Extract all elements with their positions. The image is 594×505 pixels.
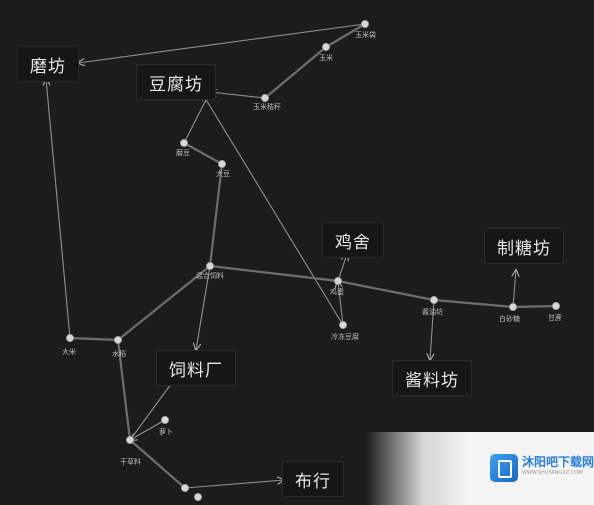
edge-corn-to-cornstalk	[264, 46, 327, 99]
node-label: 甘蔗	[548, 313, 562, 322]
resource-node-sugar[interactable]: 白砂糖	[499, 302, 520, 323]
edge-egg-to-soysauce	[337, 279, 435, 302]
resource-node-cornstalk[interactable]: 玉米秸秆	[253, 94, 281, 111]
edge-cornstalk-to-tofu	[210, 92, 266, 99]
node-dot[interactable]	[321, 43, 330, 52]
node-dot[interactable]	[126, 435, 135, 444]
resource-node-hub[interactable]: 混合饲料	[196, 261, 224, 280]
node-dot[interactable]	[333, 276, 342, 285]
node-dot[interactable]	[508, 302, 517, 311]
node-label: 萝卜	[159, 427, 173, 436]
facility-mill[interactable]: 磨坊	[17, 46, 79, 82]
facility-sauce-shop[interactable]: 酱料坊	[392, 360, 472, 396]
node-label: 混合饲料	[196, 271, 224, 280]
edge-egg-to-coop	[337, 254, 347, 282]
facility-feed-mill[interactable]: 饲料厂	[156, 350, 236, 386]
edge-rice-to-bottom	[116, 339, 132, 441]
node-label: 水稻	[112, 349, 126, 358]
edge-tofu2-to-tofu_dn	[202, 93, 344, 326]
node-dot[interactable]	[160, 415, 169, 424]
node-label: 白砂糖	[499, 314, 520, 323]
edge-sugar-to-soysauce	[433, 298, 514, 309]
node-dot[interactable]	[179, 138, 188, 147]
node-dot[interactable]	[552, 301, 561, 310]
node-dot[interactable]	[114, 335, 123, 344]
resource-node-wheat[interactable]: 大米	[62, 333, 76, 356]
node-label: 冷冻豆腐	[331, 332, 359, 341]
watermark-url: WWW.SHUYANGXZ.COM	[522, 470, 583, 476]
resource-node-tofu2[interactable]: 冷冻豆腐	[331, 320, 359, 341]
resource-node-sugarcane[interactable]: 甘蔗	[548, 301, 562, 322]
watermark: 沐阳吧下载网 WWW.SHUYANGXZ.COM	[366, 432, 594, 505]
edge-bottom-to-small	[129, 439, 186, 489]
edge-radish-to-bottom	[130, 419, 166, 440]
resource-node-small[interactable]	[180, 483, 189, 492]
edge-top-to-mill	[78, 23, 366, 63]
resource-node-soysauce[interactable]: 酱油坊	[422, 295, 443, 316]
edge-wheat-to-mill_bottom	[46, 79, 71, 339]
node-label: 大米	[62, 347, 76, 356]
node-label: 玉米秸秆	[253, 102, 281, 111]
edge-soy-to-hub	[208, 163, 224, 267]
node-label: 干草料	[120, 457, 141, 466]
node-dot[interactable]	[180, 483, 189, 492]
edge-rice-to-wheat	[69, 336, 119, 342]
edge-soy-to-milledbean	[183, 142, 223, 165]
facility-tofu-shop[interactable]: 豆腐坊	[136, 64, 216, 100]
node-dot[interactable]	[260, 94, 269, 103]
node-dot[interactable]	[205, 261, 214, 270]
node-label: 大豆	[216, 169, 230, 178]
node-dot[interactable]	[360, 19, 369, 28]
resource-node-top[interactable]: 玉米袋	[355, 19, 376, 39]
node-dot[interactable]	[66, 333, 75, 342]
edge-hub-to-egg	[209, 264, 339, 283]
resource-node-rice[interactable]: 水稻	[112, 335, 126, 358]
edges-layer	[46, 23, 557, 489]
edge-small-to-cloth	[184, 480, 284, 489]
node-label: 酱油坊	[422, 307, 443, 316]
edge-rice-to-hub	[117, 265, 211, 341]
resource-node-milledbean[interactable]: 磨豆	[176, 138, 190, 157]
facility-chicken-coop[interactable]: 鸡舍	[322, 222, 384, 258]
node-label: 玉米	[319, 53, 333, 62]
resource-node-cotton[interactable]	[193, 492, 202, 501]
node-dot[interactable]	[217, 159, 226, 168]
edge-soysauce-to-sauce	[430, 299, 435, 360]
edge-sugar-to-sugar	[513, 270, 516, 308]
resource-node-corn[interactable]: 玉米	[319, 43, 333, 62]
resource-node-egg[interactable]: 鸡蛋	[330, 276, 344, 296]
watermark-title: 沐阳吧下载网	[522, 455, 594, 469]
edge-tofu2-to-egg	[338, 281, 344, 326]
site-logo-icon	[490, 454, 518, 482]
facility-sugar-mill[interactable]: 制糖坊	[484, 228, 564, 264]
resource-node-soy[interactable]: 大豆	[216, 159, 230, 178]
node-label: 鸡蛋	[330, 287, 344, 296]
resource-node-radish[interactable]: 萝卜	[159, 415, 173, 436]
node-label: 玉米袋	[355, 30, 376, 39]
resource-node-bottom[interactable]: 干草料	[120, 435, 141, 466]
node-dot[interactable]	[338, 320, 347, 329]
edge-top-to-corn	[325, 23, 366, 48]
node-dot[interactable]	[193, 492, 202, 501]
edge-sugarcane-to-sugar	[512, 304, 557, 309]
facility-cloth-shop[interactable]: 布行	[282, 461, 344, 497]
edge-hub-to-feed	[196, 265, 211, 350]
node-dot[interactable]	[429, 295, 438, 304]
node-label: 磨豆	[176, 148, 190, 157]
